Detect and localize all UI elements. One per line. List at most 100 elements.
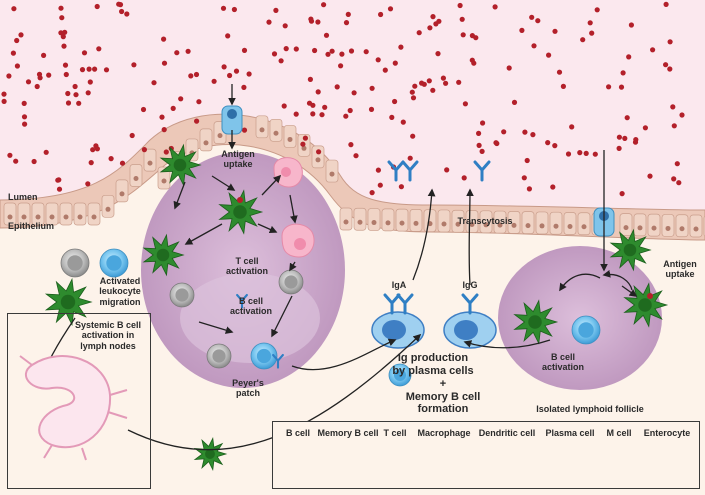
antigen-particle: [56, 186, 63, 192]
process-arrow: [291, 338, 397, 371]
antigen-particle: [501, 129, 507, 135]
antigen-particle: [626, 54, 632, 60]
antigen-particle: [62, 29, 68, 35]
t-cell: [206, 343, 232, 369]
process-arrow: [261, 174, 282, 196]
antigen-particle: [407, 155, 413, 161]
antigen-particle: [273, 7, 279, 13]
antigen-particle: [589, 30, 595, 36]
antigen-particle: [325, 51, 331, 57]
lumen-label: Lumen: [8, 192, 38, 202]
antigen-particle: [7, 152, 13, 158]
antigen-particle: [124, 11, 130, 17]
antigen-particle: [220, 5, 227, 11]
activated-leukocyte-label: Activated leukocyte migration: [99, 276, 141, 307]
enterocyte: [199, 128, 213, 152]
enterocyte: [129, 164, 143, 187]
peyers-patch-label: Peyer's patch: [232, 378, 264, 399]
antigen-particle: [79, 67, 86, 73]
antigen-particle: [492, 4, 498, 10]
antigen-particle: [161, 127, 167, 133]
enterocyte: [143, 148, 157, 172]
antigen-uptake-label-right: Antigen uptake: [663, 259, 697, 280]
antigen-particle: [351, 90, 357, 96]
enterocyte: [493, 210, 507, 234]
antigen-particle: [119, 160, 126, 166]
antigen-particle: [519, 27, 525, 33]
antigen-particle: [345, 11, 351, 17]
antigen-particle: [347, 107, 353, 114]
macrophage: [281, 223, 315, 258]
antigen-particle: [1, 98, 7, 104]
plasma-cell: [443, 311, 497, 349]
antigen-particle: [321, 2, 327, 8]
antigen-particle: [58, 5, 64, 11]
antigen-particle: [227, 72, 233, 79]
antigen-particle: [14, 37, 20, 44]
enterocyte: [409, 209, 423, 232]
antigen-particle: [283, 46, 289, 52]
antigen-particle: [663, 62, 669, 68]
antigen-particle: [430, 14, 436, 20]
antigen-particle: [363, 49, 369, 55]
ig-production-label: Ig production by plasma cells: [392, 352, 474, 377]
antigen-particle: [338, 63, 344, 69]
enterocyte: [507, 211, 521, 234]
plasma-cell: [371, 311, 425, 349]
cell-legend: B cell Memory B cell T cell Macrophage D…: [272, 421, 700, 489]
antigen-particle: [55, 177, 61, 183]
antigen-particle: [667, 66, 673, 72]
antigen-particle: [339, 51, 345, 57]
antigen-particle: [392, 60, 398, 66]
antigen-particle: [594, 7, 600, 13]
b-cell-activation-pp-label: B cell activation: [229, 296, 272, 317]
enterocyte: [255, 115, 269, 139]
antibody-icon: [401, 160, 419, 182]
legend-dendritic-cell: Dendritic cell: [478, 428, 536, 438]
antigen-particle: [315, 19, 321, 25]
antigen-particle: [457, 2, 463, 9]
antigen-particle: [319, 112, 325, 118]
enterocyte: [73, 202, 87, 226]
systemic-activation-label: Systemic B cell activation in lymph node…: [74, 320, 142, 351]
antigen-particle: [353, 153, 359, 159]
antigen-particle: [493, 140, 499, 146]
antigen-particle: [511, 99, 518, 105]
enterocyte: [619, 213, 633, 236]
enterocyte: [101, 194, 115, 218]
antigen-particle: [22, 121, 28, 127]
antigen-particle: [278, 58, 284, 64]
antigen-particle: [369, 190, 375, 196]
antigen-particle: [282, 23, 288, 29]
dendritic-cell: [513, 299, 559, 345]
antigen-particle: [241, 127, 248, 133]
antigen-particle: [96, 46, 102, 52]
epithelium-label: Epithelium: [8, 221, 55, 231]
antigen-particle: [300, 141, 306, 147]
antigen-particle: [565, 151, 572, 157]
antigen-particle: [529, 14, 535, 20]
m-cell: [221, 105, 243, 135]
antigen-particle: [560, 83, 567, 89]
antigen-particle: [65, 90, 71, 97]
antigen-particle: [368, 106, 375, 112]
antigen-particle: [392, 98, 398, 105]
antigen-particle: [211, 78, 217, 84]
enterocyte: [311, 145, 325, 169]
enterocyte: [45, 202, 59, 226]
process-arrow: [271, 295, 293, 338]
antigen-particle: [592, 151, 598, 157]
antibody-icon: [387, 160, 405, 182]
antigen-particle: [628, 22, 635, 28]
antigen-particle: [348, 142, 354, 148]
antigen-particle: [670, 104, 676, 110]
antigen-particle: [443, 80, 449, 86]
antigen-particle: [88, 160, 94, 166]
b-cell: [250, 342, 278, 370]
memory-formation-label: + Memory B cell formation: [405, 378, 481, 416]
enterocyte: [157, 166, 171, 190]
enterocyte: [31, 202, 45, 226]
antigen-particle: [674, 161, 680, 167]
antigen-particle: [506, 65, 512, 71]
enterocyte: [549, 211, 563, 235]
